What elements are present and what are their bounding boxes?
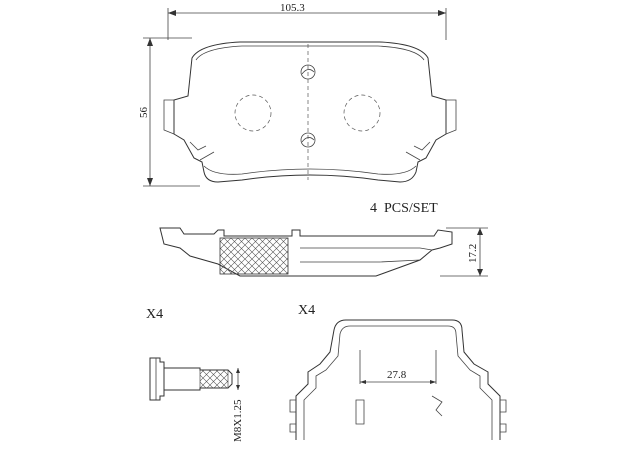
brand-mark-bottom — [300, 132, 316, 148]
width-dimension-label: 105.3 — [280, 2, 305, 14]
height-dimension-label: 56 — [138, 107, 150, 119]
clip-right-tab — [500, 399, 507, 433]
brand-mark-top — [300, 64, 316, 80]
left-clip-notch — [189, 141, 215, 161]
right-ear — [445, 99, 457, 135]
clip-center-slot — [355, 395, 443, 425]
pad-outline-inner — [195, 45, 425, 61]
clip-left-tab — [289, 399, 296, 433]
right-pad-hole — [343, 94, 381, 132]
friction-slope-2 — [300, 259, 421, 263]
thickness-dimension — [440, 227, 488, 277]
spring-clip — [289, 319, 507, 440]
friction-slope — [300, 247, 433, 251]
right-clip-notch — [405, 141, 431, 161]
bolt-thread-label: M8X1.25 — [232, 399, 244, 442]
width-dimension — [167, 8, 447, 40]
height-dimension — [143, 37, 200, 187]
bolt-thread — [199, 369, 229, 389]
backing-plate-profile — [159, 227, 453, 277]
pad-outline — [173, 41, 447, 183]
backing-plate-lower-edge — [203, 165, 417, 175]
clip-span-label: 27.8 — [387, 369, 407, 381]
pad-side-view: 17.2 — [159, 227, 488, 277]
left-ear — [163, 99, 175, 135]
bolt-shank — [164, 367, 233, 391]
left-pad-hole — [234, 94, 272, 132]
friction-material-hatch — [219, 237, 289, 275]
clip-outline — [295, 319, 501, 440]
thickness-dimension-label: 17.2 — [467, 244, 479, 263]
guide-bolt — [149, 357, 240, 401]
bolt-quantity-label: X4 — [146, 307, 163, 322]
clip-quantity-label: X4 — [298, 303, 315, 318]
bolt-head — [149, 357, 165, 401]
pad-front-view: 105.3 56 — [138, 2, 457, 187]
clip-inner-outline — [303, 325, 493, 440]
pieces-per-set-label: 4 PCS/SET — [370, 201, 438, 216]
